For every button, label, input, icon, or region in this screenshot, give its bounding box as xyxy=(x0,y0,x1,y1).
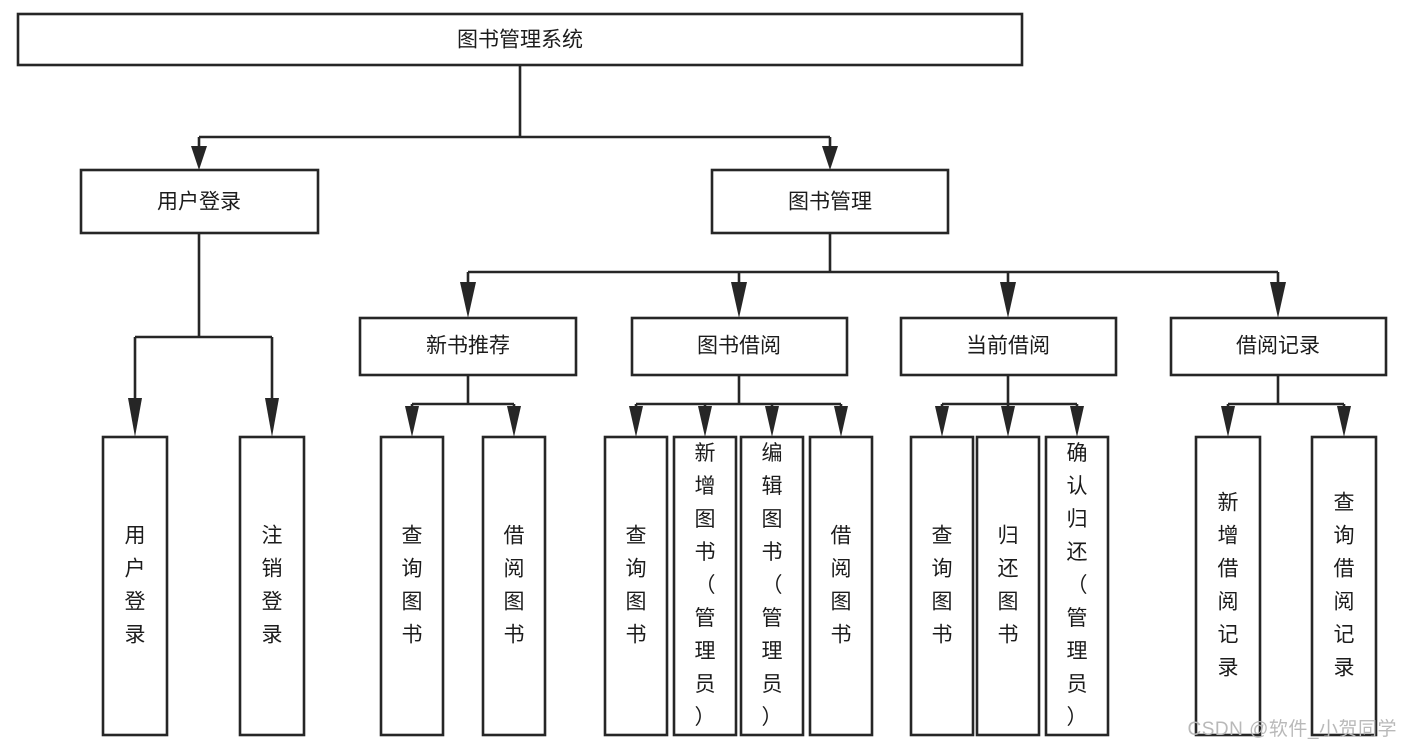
node-user-login[interactable]: 用户登录 xyxy=(79,168,320,235)
node-leaf-confirm-return-label: 确认归还（管理员） xyxy=(1067,442,1088,729)
node-leaf-borrow-book-2-box[interactable] xyxy=(808,435,874,737)
arrow-head-current-borrow xyxy=(1000,282,1016,318)
node-current-borrow[interactable]: 当前借阅 xyxy=(899,316,1118,377)
node-leaf-add-book-label: 新增图书（管理员） xyxy=(695,442,716,729)
edge-layer xyxy=(128,65,1351,437)
node-leaf-query-book-2-label: 查询图书 xyxy=(626,524,647,646)
arrow-head-leaf-add-record xyxy=(1221,406,1235,437)
node-leaf-logout-label: 注销登录 xyxy=(262,524,283,646)
node-borrow-record[interactable]: 借阅记录 xyxy=(1169,316,1388,377)
node-book-borrow-label: 图书借阅 xyxy=(697,335,781,358)
node-leaf-user-login[interactable]: 用户登录 xyxy=(101,435,169,737)
node-leaf-edit-book-label: 编辑图书（管理员） xyxy=(762,442,783,729)
arrow-head-borrow-record xyxy=(1270,282,1286,318)
node-leaf-confirm-return-box[interactable] xyxy=(1044,435,1110,737)
node-leaf-add-record-box[interactable] xyxy=(1194,435,1262,737)
node-leaf-query-book-3[interactable]: 查询图书 xyxy=(909,435,975,737)
node-leaf-confirm-return[interactable]: 确认归还（管理员） xyxy=(1044,435,1110,737)
node-new-book-recommend-label: 新书推荐 xyxy=(426,335,510,358)
node-borrow-record-label: 借阅记录 xyxy=(1236,335,1320,358)
node-leaf-add-record[interactable]: 新增借阅记录 xyxy=(1194,435,1262,737)
node-leaf-query-book-1-box[interactable] xyxy=(379,435,445,737)
node-root[interactable]: 图书管理系统 xyxy=(16,12,1024,67)
node-leaf-borrow-book-2-label: 借阅图书 xyxy=(831,524,852,646)
node-leaf-query-record-box[interactable] xyxy=(1310,435,1378,737)
arrow-head-leaf-add-book xyxy=(698,406,712,437)
node-leaf-logout-box[interactable] xyxy=(238,435,306,737)
arrow-head-leaf-return-book xyxy=(1001,406,1015,437)
node-leaf-add-book-box[interactable] xyxy=(672,435,738,737)
node-leaf-borrow-book-1[interactable]: 借阅图书 xyxy=(481,435,547,737)
arrow-head-leaf-query-book-3 xyxy=(935,406,949,437)
node-leaf-user-login-label: 用户登录 xyxy=(125,524,146,646)
node-new-book-recommend[interactable]: 新书推荐 xyxy=(358,316,578,377)
node-book-management-box[interactable] xyxy=(710,168,950,235)
node-book-borrow[interactable]: 图书借阅 xyxy=(630,316,849,377)
arrow-head-book-borrow xyxy=(731,282,747,318)
node-leaf-return-book[interactable]: 归还图书 xyxy=(975,435,1041,737)
node-borrow-record-box[interactable] xyxy=(1169,316,1388,377)
node-leaf-logout[interactable]: 注销登录 xyxy=(238,435,306,737)
node-book-management[interactable]: 图书管理 xyxy=(710,168,950,235)
node-leaf-borrow-book-1-label: 借阅图书 xyxy=(504,524,525,646)
arrow-head-leaf-logout xyxy=(265,398,279,437)
node-leaf-user-login-box[interactable] xyxy=(101,435,169,737)
node-leaf-query-book-1[interactable]: 查询图书 xyxy=(379,435,445,737)
arrow-head-new-book-recommend xyxy=(460,282,476,318)
node-user-login-box[interactable] xyxy=(79,168,320,235)
node-leaf-query-record-label: 查询借阅记录 xyxy=(1334,491,1355,679)
arrow-head-leaf-query-record xyxy=(1337,406,1351,437)
node-leaf-query-book-3-box[interactable] xyxy=(909,435,975,737)
node-leaf-query-book-3-label: 查询图书 xyxy=(932,524,953,646)
node-leaf-edit-book-box[interactable] xyxy=(739,435,805,737)
arrow-head-leaf-query-book-1 xyxy=(405,406,419,437)
node-book-management-label: 图书管理 xyxy=(788,191,872,214)
arrow-head-leaf-user-login xyxy=(128,398,142,437)
arrow-head-user-login xyxy=(191,146,207,170)
node-leaf-query-book-2[interactable]: 查询图书 xyxy=(603,435,669,737)
node-leaf-borrow-book-1-box[interactable] xyxy=(481,435,547,737)
node-root-label: 图书管理系统 xyxy=(457,29,583,52)
node-current-borrow-box[interactable] xyxy=(899,316,1118,377)
node-user-login-label: 用户登录 xyxy=(157,191,241,214)
node-leaf-edit-book[interactable]: 编辑图书（管理员） xyxy=(739,435,805,737)
node-leaf-query-record[interactable]: 查询借阅记录 xyxy=(1310,435,1378,737)
node-leaf-query-book-2-box[interactable] xyxy=(603,435,669,737)
node-current-borrow-label: 当前借阅 xyxy=(966,335,1050,358)
node-leaf-add-book[interactable]: 新增图书（管理员） xyxy=(672,435,738,737)
node-leaf-return-book-box[interactable] xyxy=(975,435,1041,737)
arrow-head-leaf-confirm-return xyxy=(1070,406,1084,437)
arrow-head-leaf-borrow-book-2 xyxy=(834,406,848,437)
arrow-head-leaf-borrow-book-1 xyxy=(507,406,521,437)
node-leaf-borrow-book-2[interactable]: 借阅图书 xyxy=(808,435,874,737)
node-book-borrow-box[interactable] xyxy=(630,316,849,377)
arrow-head-leaf-query-book-2 xyxy=(629,406,643,437)
node-new-book-recommend-box[interactable] xyxy=(358,316,578,377)
node-root-box[interactable] xyxy=(16,12,1024,67)
node-leaf-add-record-label: 新增借阅记录 xyxy=(1218,491,1239,679)
arrow-head-leaf-edit-book xyxy=(765,406,779,437)
arrow-head-book-management xyxy=(822,146,838,170)
node-leaf-return-book-label: 归还图书 xyxy=(998,524,1019,646)
node-leaf-query-book-1-label: 查询图书 xyxy=(402,524,423,646)
